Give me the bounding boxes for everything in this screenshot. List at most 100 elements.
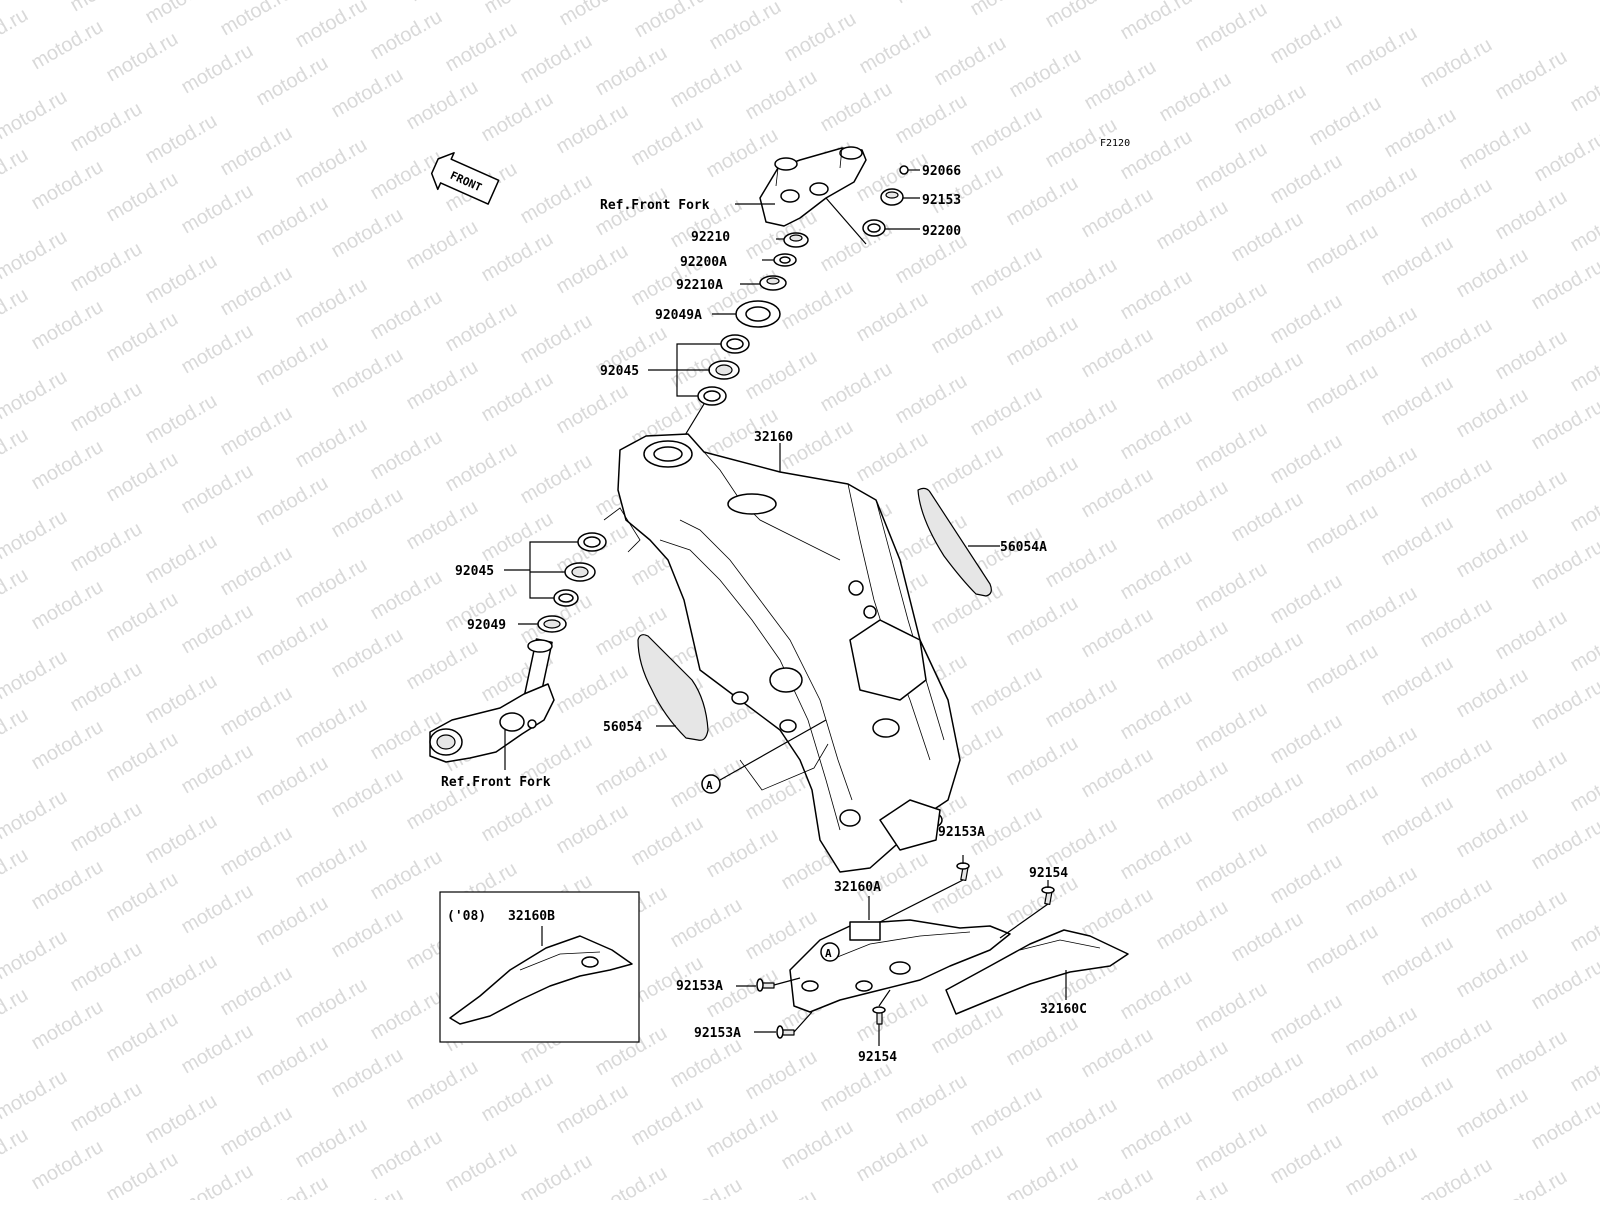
watermark-text: motod.ru	[1192, 418, 1271, 477]
watermark-text: motod.ru	[892, 370, 971, 429]
watermark-text: motod.ru	[28, 576, 107, 635]
watermark-text: motod.ru	[553, 1080, 632, 1139]
watermark-text: motod.ru	[253, 892, 332, 951]
watermark-text: motod.ru	[1567, 478, 1600, 537]
watermark-text: motod.ru	[67, 658, 146, 717]
watermark-text: motod.ru	[1306, 92, 1385, 151]
watermark-text: motod.ru	[667, 54, 746, 113]
watermark-text: motod.ru	[0, 144, 32, 203]
watermark-text: motod.ru	[1528, 816, 1600, 875]
watermark-text: motod.ru	[1417, 874, 1496, 933]
watermark-text: motod.ru	[1567, 1038, 1600, 1097]
watermark-text: motod.ru	[103, 728, 182, 787]
watermark-text: motod.ru	[328, 624, 407, 683]
watermark-text: motod.ru	[1303, 640, 1382, 699]
watermark-text: motod.ru	[67, 238, 146, 297]
watermark-text: motod.ru	[628, 112, 707, 171]
watermark-text: motod.ru	[1117, 546, 1196, 605]
watermark-text: motod.ru	[0, 564, 32, 623]
watermark-text: motod.ru	[217, 822, 296, 881]
watermark-text: motod.ru	[1078, 604, 1157, 663]
watermark-text: motod.ru	[217, 1102, 296, 1161]
watermark-text: motod.ru	[742, 346, 821, 405]
watermark-text: motod.ru	[328, 344, 407, 403]
watermark-text: motod.ru	[1267, 10, 1346, 69]
watermark-text: motod.ru	[28, 436, 107, 495]
watermark-text: motod.ru	[778, 416, 857, 475]
watermark-text: motod.ru	[328, 484, 407, 543]
watermark-text: motod.ru	[178, 880, 257, 939]
watermark-text: motod.ru	[742, 66, 821, 125]
watermark-text: motod.ru	[853, 988, 932, 1047]
part-label-92153A-left: 92153A	[676, 979, 723, 994]
watermark-text: motod.ru	[1342, 22, 1421, 81]
watermark-text: motod.ru	[967, 242, 1046, 301]
watermark-text: motod.ru	[1267, 710, 1346, 769]
ref-front-fork-bottom-label: Ref.Front Fork	[441, 775, 551, 790]
watermark-text: motod.ru	[628, 812, 707, 871]
watermark-text: motod.ru	[1567, 898, 1600, 957]
watermark-text: motod.ru	[1342, 722, 1421, 781]
watermark-text: motod.ru	[253, 332, 332, 391]
watermark-text: motod.ru	[1528, 256, 1600, 315]
watermark-text: motod.ru	[178, 1020, 257, 1079]
watermark-text: motod.ru	[1153, 616, 1232, 675]
watermark-text: motod.ru	[1078, 1024, 1157, 1083]
watermark-text: motod.ru	[592, 42, 671, 101]
figure-code: F2120	[1100, 138, 1130, 149]
part-label-92066: 92066	[922, 164, 961, 179]
watermark-text: motod.ru	[1081, 56, 1160, 115]
watermark-text: motod.ru	[367, 986, 446, 1045]
part-label-92210A: 92210A	[676, 278, 723, 293]
watermark-text: motod.ru	[0, 704, 32, 763]
part-label-56054A: 56054A	[1000, 540, 1047, 555]
watermark-text: motod.ru	[103, 1008, 182, 1067]
watermark-text: motod.ru	[178, 1160, 257, 1200]
watermark-text: motod.ru	[1492, 466, 1571, 525]
part-label-92049: 92049	[467, 618, 506, 633]
watermark-text: motod.ru	[892, 1070, 971, 1129]
watermark-text: motod.ru	[253, 52, 332, 111]
watermark-text: motod.ru	[1078, 184, 1157, 243]
watermark-text: motod.ru	[67, 798, 146, 857]
watermark-text: motod.ru	[217, 402, 296, 461]
watermark-text: motod.ru	[1228, 208, 1307, 267]
watermark-text: motod.ru	[1303, 1060, 1382, 1119]
watermark-text: motod.ru	[1492, 606, 1571, 665]
watermark-text: motod.ru	[928, 300, 1007, 359]
watermark-text: motod.ru	[0, 786, 71, 845]
watermark-text: motod.ru	[0, 226, 71, 285]
watermark-text: motod.ru	[667, 1174, 746, 1200]
watermark-text: motod.ru	[103, 868, 182, 927]
watermark-text: motod.ru	[928, 580, 1007, 639]
watermark-text: motod.ru	[1003, 592, 1082, 651]
watermark-text: motod.ru	[1003, 172, 1082, 231]
watermark-text: motod.ru	[1153, 756, 1232, 815]
watermark-text: motod.ru	[1417, 454, 1496, 513]
watermark-text: motod.ru	[0, 4, 32, 63]
watermark-text: motod.ru	[1453, 384, 1532, 443]
watermark-text: motod.ru	[217, 262, 296, 321]
watermark-text: motod.ru	[28, 996, 107, 1055]
watermark-text: motod.ru	[1042, 254, 1121, 313]
watermark-text: motod.ru	[253, 472, 332, 531]
watermark-text: motod.ru	[1342, 862, 1421, 921]
watermark-text: motod.ru	[328, 204, 407, 263]
watermark-text: motod.ru	[217, 682, 296, 741]
watermark-text: motod.ru	[1117, 966, 1196, 1025]
watermark-text: motod.ru	[328, 904, 407, 963]
part-label-92049A: 92049A	[655, 308, 702, 323]
watermark-text: motod.ru	[292, 694, 371, 753]
watermark-text: motod.ru	[142, 1090, 221, 1149]
ref-front-fork-top-label: Ref.Front Fork	[600, 198, 710, 213]
watermark-text: motod.ru	[817, 358, 896, 417]
watermark-text: motod.ru	[328, 764, 407, 823]
watermark-text: motod.ru	[1003, 452, 1082, 511]
watermark-text: motod.ru	[0, 984, 32, 1043]
watermark-text: motod.ru	[217, 0, 296, 40]
watermark-text: motod.ru	[1342, 1142, 1421, 1200]
watermark-text: motod.ru	[217, 962, 296, 1021]
watermark-text: motod.ru	[1267, 850, 1346, 909]
watermark-text: motod.ru	[1267, 290, 1346, 349]
watermark-text: motod.ru	[403, 1056, 482, 1115]
